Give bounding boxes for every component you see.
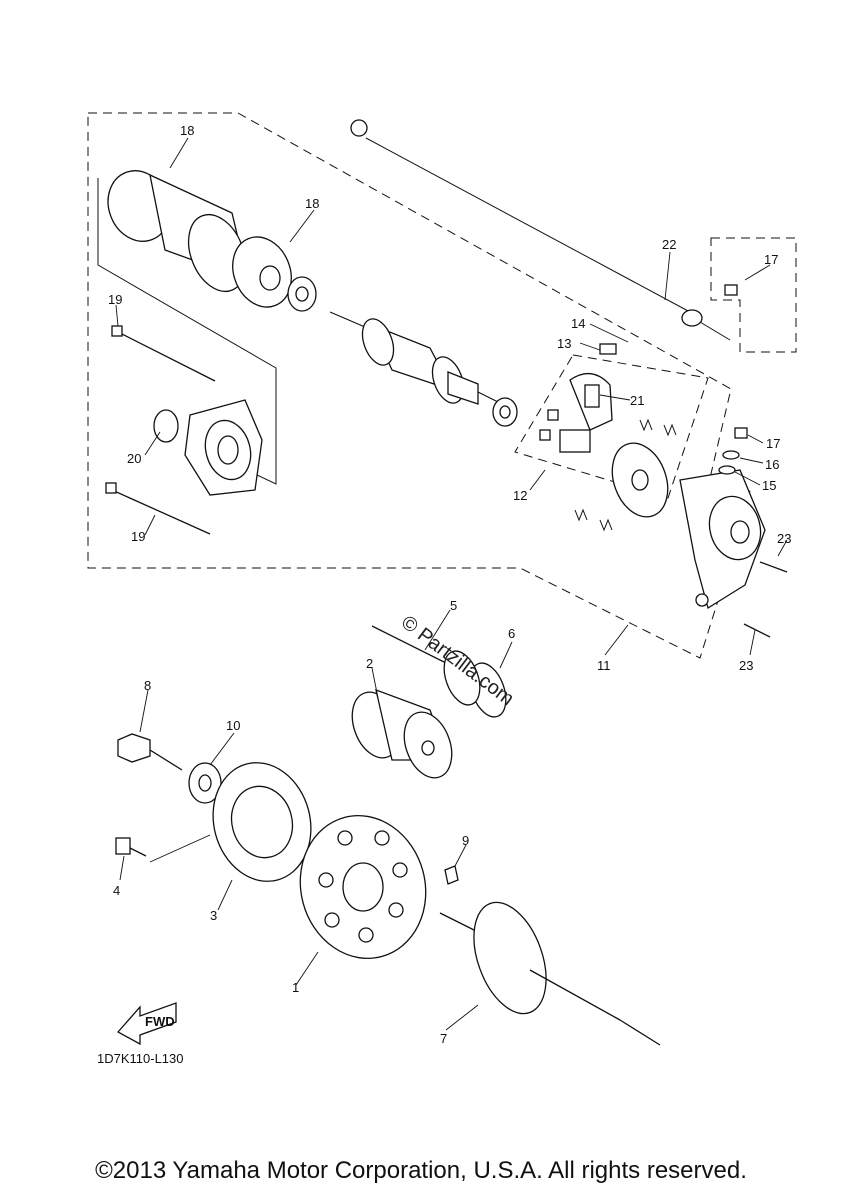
armature <box>329 311 518 427</box>
callout-11: 11 <box>597 658 611 673</box>
callout-10: 10 <box>226 718 240 733</box>
terminal-kit-outline <box>710 237 797 353</box>
callout-20: 20 <box>127 451 141 466</box>
callout-14: 14 <box>571 316 585 331</box>
starter-assembly-outline <box>87 112 753 659</box>
starter-clutch <box>115 762 312 882</box>
callout-18-lower: 18 <box>305 196 319 211</box>
rear-cover <box>679 284 788 638</box>
starter-wheel-gear <box>299 814 427 960</box>
callout-23-bottom: 23 <box>739 658 753 673</box>
callout-7: 7 <box>440 1031 447 1046</box>
callout-2: 2 <box>366 656 373 671</box>
key-and-shaft <box>439 865 661 1046</box>
callout-8: 8 <box>144 678 151 693</box>
leader-lines <box>115 137 788 1031</box>
callout-22: 22 <box>662 237 676 252</box>
brush-kit-outline <box>514 354 709 499</box>
bolt-and-washer <box>117 733 222 804</box>
callout-labels: 1 2 3 4 5 6 7 8 9 10 11 12 13 14 15 16 1… <box>108 123 791 1046</box>
diagram-reference-code: 1D7K110-L130 <box>97 1051 184 1066</box>
starter-idle-gear <box>351 688 453 779</box>
callout-19-bottom: 19 <box>131 529 145 544</box>
fwd-label: FWD <box>145 1014 175 1029</box>
callout-19-top: 19 <box>108 292 122 307</box>
callout-15: 15 <box>762 478 776 493</box>
callout-12: 12 <box>513 488 527 503</box>
copyright-footer: ©2013 Yamaha Motor Corporation, U.S.A. A… <box>95 1157 747 1184</box>
callout-17-bottom: 17 <box>766 436 780 451</box>
callout-13: 13 <box>557 336 571 351</box>
starter-yoke <box>107 170 317 312</box>
callout-3: 3 <box>210 908 217 923</box>
fwd-arrow-icon: FWD <box>116 1002 177 1046</box>
callout-18-top: 18 <box>180 123 194 138</box>
callout-1: 1 <box>292 980 299 995</box>
callout-21: 21 <box>630 393 644 408</box>
callout-4: 4 <box>113 883 120 898</box>
front-cover <box>97 178 277 535</box>
callout-16: 16 <box>765 457 779 472</box>
callout-23-top: 23 <box>777 531 791 546</box>
callout-6: 6 <box>508 626 515 641</box>
callout-5: 5 <box>450 598 457 613</box>
starter-cable <box>350 119 731 341</box>
callout-17-top: 17 <box>764 252 778 267</box>
idler-shaft-and-gear <box>371 625 507 718</box>
brush-holder <box>539 343 677 532</box>
callout-9: 9 <box>462 833 469 848</box>
